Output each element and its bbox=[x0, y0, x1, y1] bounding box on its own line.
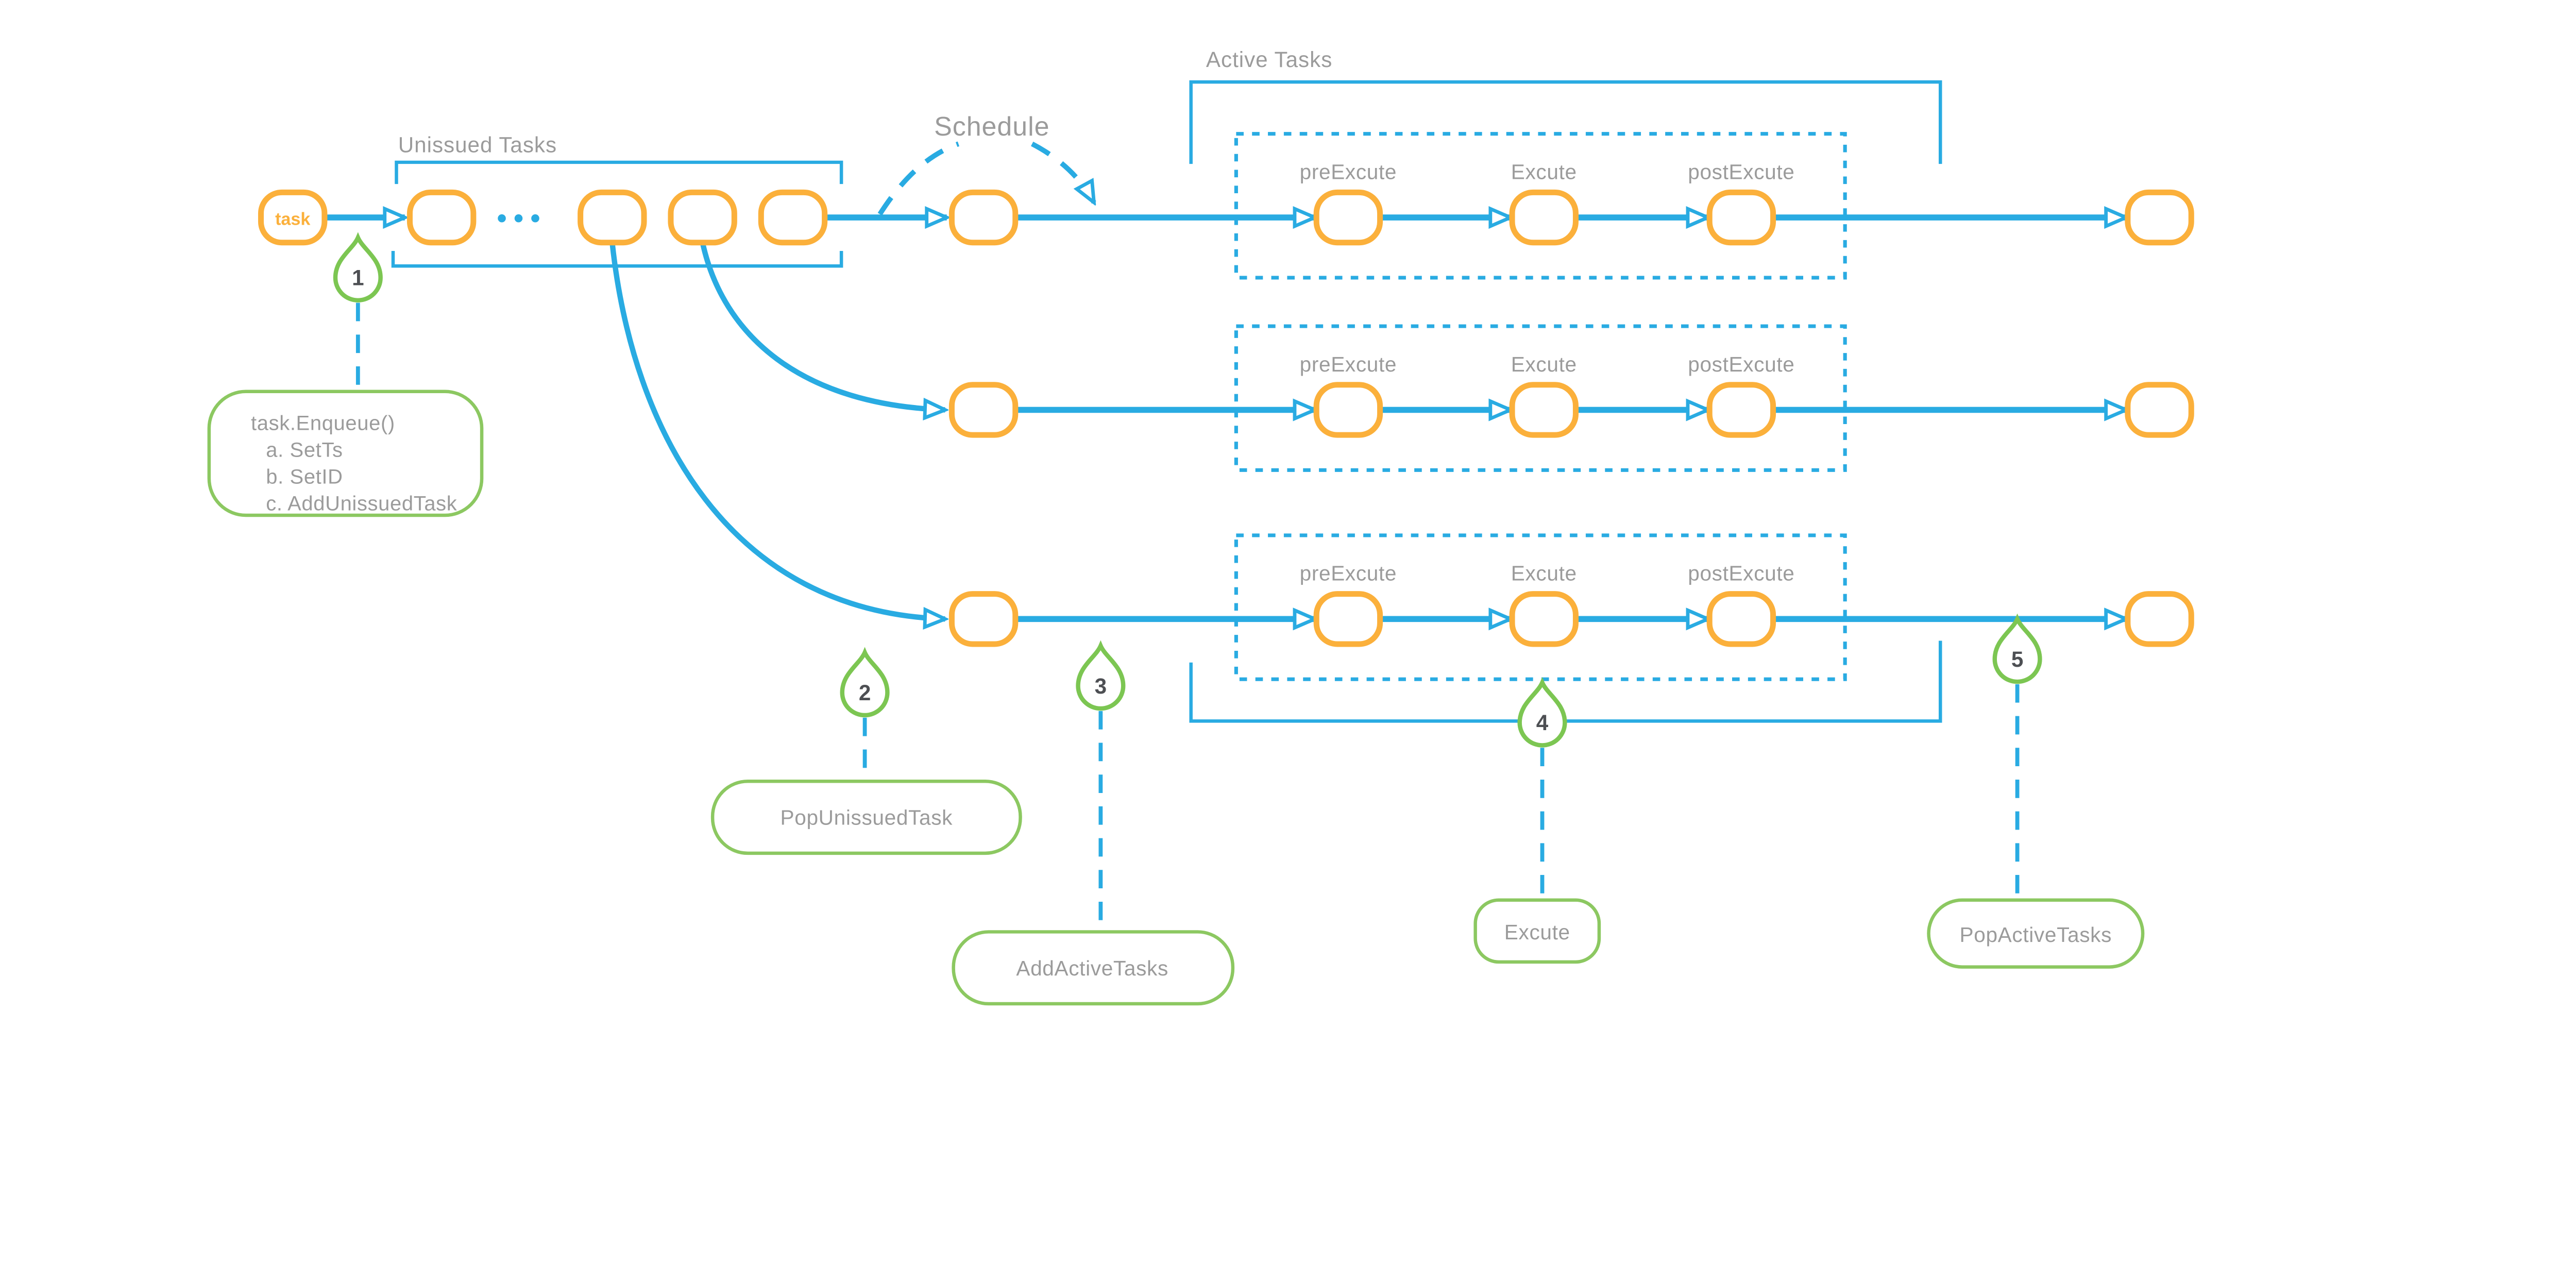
preexcute-label-row1: preExcute bbox=[1300, 160, 1397, 183]
ellipsis-dot-3 bbox=[531, 214, 539, 223]
unissued-node-3 bbox=[668, 189, 737, 246]
marker-5-number: 5 bbox=[2011, 647, 2023, 671]
preexcute-node-row1 bbox=[1313, 189, 1383, 246]
excute-node-row1 bbox=[1509, 189, 1579, 246]
marker-2-number: 2 bbox=[859, 681, 871, 705]
unissued-tasks-label: Unissued Tasks bbox=[398, 132, 557, 157]
enqueue-line-1: task.Enqueue() bbox=[251, 412, 395, 434]
excute-node-row3 bbox=[1509, 591, 1579, 647]
excute-label-row2: Excute bbox=[1511, 352, 1577, 376]
preexcute-label-row2: preExcute bbox=[1300, 352, 1397, 376]
ellipsis-dot-2 bbox=[514, 214, 523, 223]
marker-3-pin bbox=[1076, 640, 1126, 711]
unissued-bracket-top bbox=[395, 160, 843, 184]
excute-label-row3: Excute bbox=[1511, 562, 1577, 585]
marker-2-pin bbox=[840, 647, 890, 718]
pipeline-box-row3 bbox=[1234, 533, 1847, 681]
excute-label-row1: Excute bbox=[1511, 160, 1577, 183]
excute-annotation-box bbox=[1473, 898, 1601, 964]
add-active-tasks-box bbox=[952, 930, 1235, 1006]
add-active-tasks-label: AddActiveTasks bbox=[1016, 956, 1168, 980]
schedule-node-row3 bbox=[948, 591, 1019, 647]
task-node-label: task bbox=[275, 210, 310, 229]
pop-active-tasks-label: PopActiveTasks bbox=[1960, 923, 2112, 947]
curve-queue-to-schedule-row2 bbox=[700, 242, 945, 410]
unissued-node-4 bbox=[758, 189, 828, 246]
unissued-node-2 bbox=[578, 189, 647, 246]
diagram-canvas: Unissued Tasks Active Tasks Schedule pre… bbox=[207, 47, 2194, 1006]
enqueue-line-2: a. SetTs bbox=[266, 438, 343, 461]
enqueue-line-3: b. SetID bbox=[266, 465, 343, 488]
marker-4-pin bbox=[1517, 677, 1567, 748]
pop-unissued-task-label: PopUnissuedTask bbox=[781, 806, 953, 830]
marker-4-number: 4 bbox=[1536, 711, 1549, 735]
end-node-row3 bbox=[2125, 591, 2194, 647]
unissued-node-1 bbox=[406, 189, 477, 246]
end-node-row2 bbox=[2125, 382, 2194, 438]
excute-annotation-label: Excute bbox=[1504, 920, 1570, 944]
schedule-node-row1 bbox=[948, 189, 1019, 246]
pop-unissued-task-box bbox=[710, 779, 1022, 855]
enqueue-annotation-box bbox=[207, 390, 484, 517]
pipeline-box-row1 bbox=[1234, 132, 1847, 280]
postexcute-node-row3 bbox=[1706, 591, 1776, 647]
end-node-row1 bbox=[2125, 189, 2194, 246]
postexcute-node-row2 bbox=[1706, 382, 1776, 438]
postexcute-label-row1: postExcute bbox=[1688, 160, 1794, 183]
marker-1-number: 1 bbox=[352, 266, 364, 290]
preexcute-node-row2 bbox=[1313, 382, 1383, 438]
marker-1-pin bbox=[333, 232, 383, 302]
task-scheduler-diagram: Unissued Tasks Active Tasks Schedule pre… bbox=[207, 47, 2194, 1006]
postexcute-label-row3: postExcute bbox=[1688, 562, 1794, 585]
schedule-label: Schedule bbox=[934, 112, 1049, 142]
task-node bbox=[258, 189, 328, 246]
curve-queue-to-schedule-row3 bbox=[609, 242, 945, 619]
marker-5-pin bbox=[1992, 613, 2042, 684]
schedule-arc-arrow bbox=[1030, 141, 1096, 203]
excute-node-row2 bbox=[1509, 382, 1579, 438]
schedule-arc-left bbox=[877, 141, 959, 216]
ellipsis-dot-1 bbox=[498, 214, 506, 223]
preexcute-label-row3: preExcute bbox=[1300, 562, 1397, 585]
postexcute-node-row1 bbox=[1706, 189, 1776, 246]
pop-active-tasks-box bbox=[1927, 898, 2145, 969]
marker-3-number: 3 bbox=[1095, 674, 1107, 698]
pipeline-box-row2 bbox=[1234, 324, 1847, 472]
postexcute-label-row2: postExcute bbox=[1688, 352, 1794, 376]
enqueue-line-4: c. AddUnissuedTask bbox=[266, 492, 457, 515]
active-tasks-label: Active Tasks bbox=[1206, 47, 1332, 72]
schedule-node-row2 bbox=[948, 382, 1019, 438]
preexcute-node-row3 bbox=[1313, 591, 1383, 647]
active-bracket-top bbox=[1189, 80, 1942, 164]
